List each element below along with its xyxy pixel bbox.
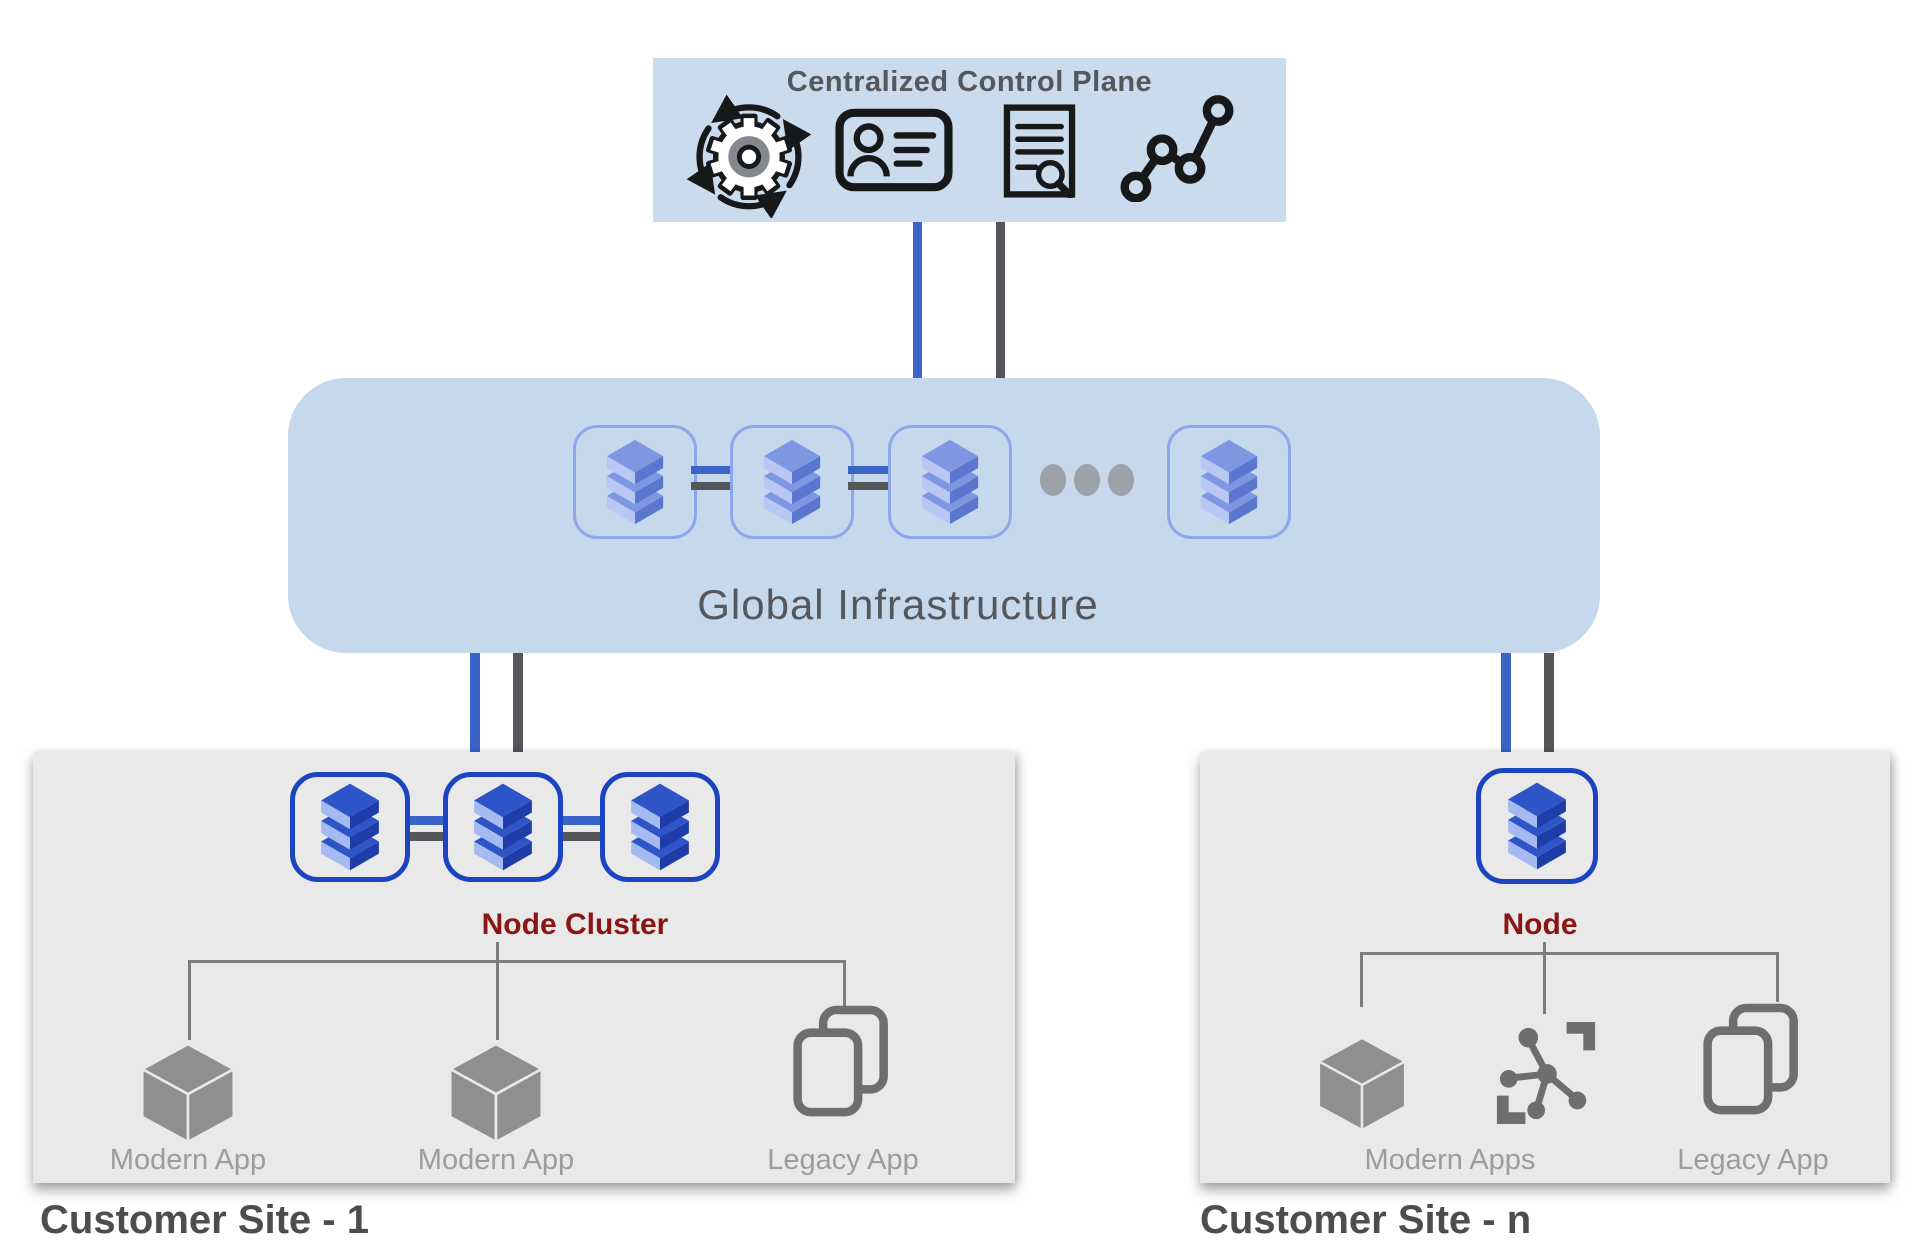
app-label: Modern Apps — [1364, 1144, 1536, 1176]
control-plane-title: Centralized Control Plane — [786, 66, 1153, 98]
gi-siten-connector-blue — [1501, 653, 1511, 752]
tree-line-stem — [496, 942, 499, 960]
gi-node-link-blue — [691, 466, 730, 474]
node-stack-icon — [598, 438, 672, 526]
site-title-1: Customer Site - 1 — [40, 1198, 369, 1242]
tree-line-drop — [1776, 952, 1779, 1002]
site-panel-n: Node Modern Apps Legacy App — [1200, 752, 1890, 1183]
ellipsis-dot — [1074, 464, 1100, 496]
app-label: Modern App — [109, 1144, 267, 1176]
app-label: Legacy App — [1677, 1144, 1829, 1176]
node-stack-icon — [913, 438, 987, 526]
legacy-app-icon — [791, 1004, 895, 1120]
gi-node-link-dark — [848, 482, 888, 490]
modern-app-cube-icon — [1312, 1034, 1412, 1132]
cp-gi-connector-blue — [913, 222, 922, 378]
cluster-node-box-1 — [290, 772, 410, 882]
global-infrastructure-label: Global Infrastructure — [697, 581, 1099, 628]
identity-card-icon — [835, 108, 953, 192]
site-title-n: Customer Site - n — [1200, 1198, 1532, 1242]
site-panel-1: Node Cluster Modern App Modern App Legac… — [33, 752, 1015, 1183]
tree-line-stem — [1543, 942, 1546, 952]
tree-line-drop — [188, 960, 191, 1040]
lifecycle-gear-icon — [683, 92, 815, 218]
node-stack-icon — [622, 782, 698, 872]
node-cluster-label: Node Cluster — [481, 908, 669, 941]
gi-site1-connector-dark — [513, 653, 523, 752]
modern-app-cube-icon — [135, 1040, 241, 1144]
node-stack-icon — [312, 782, 388, 872]
node-stack-icon — [465, 782, 541, 872]
modern-app-cube-icon — [443, 1040, 549, 1144]
tree-line-drop — [496, 960, 499, 1040]
node-stack-icon — [1499, 781, 1575, 871]
legacy-app-icon — [1701, 1002, 1805, 1118]
tree-line-horizontal — [188, 960, 845, 963]
app-label: Legacy App — [767, 1144, 919, 1176]
gi-node-box-3 — [888, 425, 1012, 539]
cluster-node-box-2 — [443, 772, 563, 882]
cluster-node-box-3 — [600, 772, 720, 882]
global-infrastructure-panel: Global Infrastructure — [288, 378, 1600, 653]
gi-node-link-blue — [848, 466, 888, 474]
gi-node-box-2 — [730, 425, 854, 539]
node-stack-icon — [1192, 438, 1266, 526]
control-plane-panel: Centralized Control Plane — [653, 58, 1286, 222]
node-stack-icon — [755, 438, 829, 526]
cluster-link-dark — [410, 832, 443, 841]
tree-line-drop — [843, 960, 846, 1008]
gi-node-box-1 — [573, 425, 697, 539]
gi-site1-connector-blue — [470, 653, 480, 752]
gi-siten-connector-dark — [1544, 653, 1554, 752]
scale-network-icon — [1492, 1014, 1600, 1132]
tree-line-drop — [1360, 952, 1363, 1007]
cp-gi-connector-dark — [996, 222, 1005, 378]
ellipsis-dot — [1108, 464, 1134, 496]
ellipsis-dot — [1040, 464, 1066, 496]
audit-document-icon — [1003, 104, 1076, 198]
cluster-link-blue — [563, 816, 600, 825]
app-label: Modern App — [417, 1144, 575, 1176]
analytics-graph-icon — [1118, 90, 1236, 202]
single-node-box — [1476, 768, 1598, 884]
gi-node-box-4 — [1167, 425, 1291, 539]
gi-node-link-dark — [691, 482, 730, 490]
cluster-link-blue — [410, 816, 443, 825]
tree-line-horizontal — [1360, 952, 1779, 955]
tree-line-drop — [1543, 952, 1546, 1014]
node-label: Node — [1502, 908, 1578, 941]
cluster-link-dark — [563, 832, 600, 841]
